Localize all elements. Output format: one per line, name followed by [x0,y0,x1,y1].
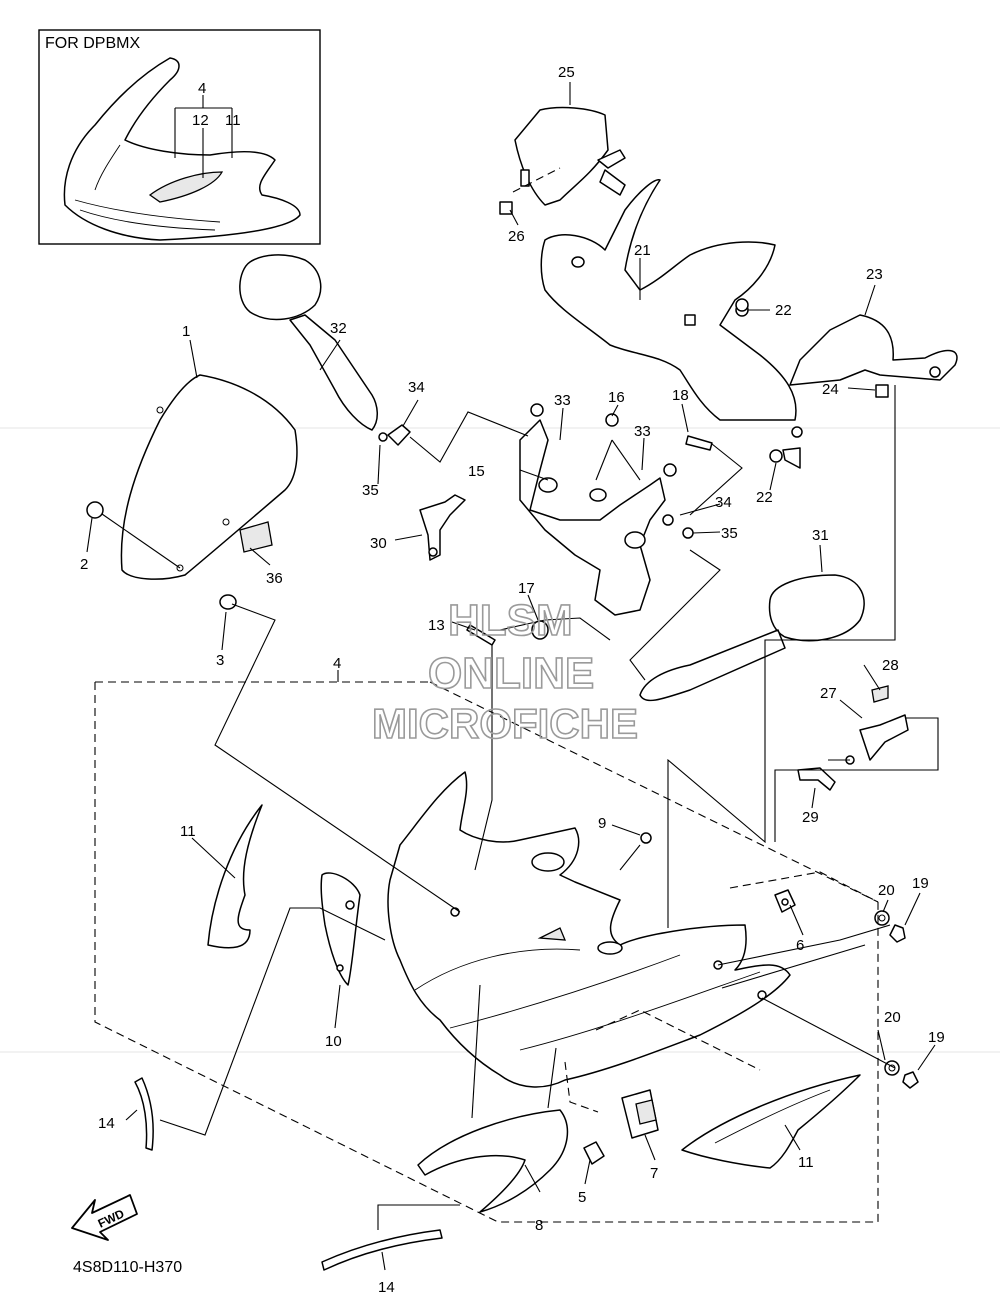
callout-22-top: 22 [775,302,792,319]
callout-22-bottom: 22 [756,489,773,506]
callout-21: 21 [634,242,651,259]
callout-35-left: 35 [362,482,379,499]
callout-4: 4 [333,655,341,672]
callout-23: 23 [866,266,883,283]
watermark-line-2: ONLINE [428,649,594,698]
callout-28: 28 [882,657,899,674]
callout-19-top: 19 [912,875,929,892]
callout-26: 26 [508,228,525,245]
watermark-line-3: MICROFICHE [372,700,638,747]
callout-6: 6 [796,937,804,954]
fwd-arrow-icon: FWD [71,1194,138,1241]
callout-14-bottom: 14 [378,1279,395,1296]
callout-18: 18 [672,387,689,404]
callout-15: 15 [468,463,485,480]
callout-10: 10 [325,1033,342,1050]
callout-11-right: 11 [798,1154,814,1171]
callout-16: 16 [608,389,625,406]
windshield-shape [120,374,298,580]
watermark-line-1: HLSM [448,596,573,645]
callout-31: 31 [812,527,829,544]
callout-19-bottom: 19 [928,1029,945,1046]
callout-34-left: 34 [408,379,425,396]
callout-35-right: 35 [721,525,738,542]
inset-label-12: 12 [192,112,209,129]
main-fairing-shape [387,771,791,1088]
inset-label-11: 11 [225,112,241,129]
callout-20-bottom: 20 [884,1009,901,1026]
callout-29: 29 [802,809,819,826]
callout-7: 7 [650,1165,658,1182]
inset-label-4: 4 [198,80,206,97]
callout-20-top: 20 [878,882,895,899]
callout-27: 27 [820,685,837,702]
callout-3: 3 [216,652,224,669]
callout-11-left: 11 [180,823,196,840]
callout-5: 5 [578,1189,586,1206]
callout-2: 2 [80,556,88,573]
callout-9: 9 [598,815,606,832]
callout-1: 1 [182,323,190,340]
watermark: HLSM ONLINE MICROFICHE [371,595,639,748]
callout-17: 17 [518,580,535,597]
callout-30: 30 [370,535,387,552]
callout-34-right: 34 [715,494,732,511]
diagram-code: 4S8D110-H370 [73,1259,182,1276]
callout-14-left: 14 [98,1115,115,1132]
callout-24: 24 [822,381,839,398]
callout-32: 32 [330,320,347,337]
callout-36: 36 [266,570,283,587]
callout-33-right: 33 [634,423,651,440]
inset-title: FOR DPBMX [45,35,140,52]
callout-13: 13 [428,617,445,634]
callout-33-left: 33 [554,392,571,409]
callout-8: 8 [535,1217,543,1234]
callout-25: 25 [558,64,575,81]
inset-panel: FOR DPBMX 4 12 11 [38,29,321,245]
